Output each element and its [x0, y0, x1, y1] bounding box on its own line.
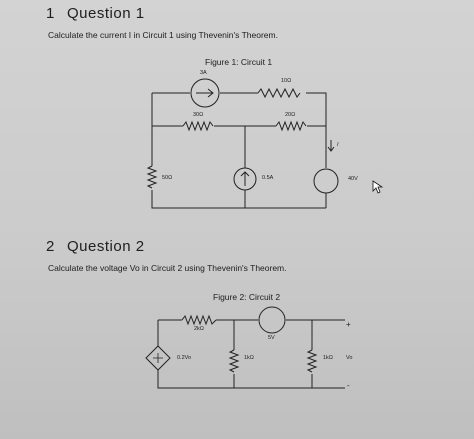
label-minus: -: [347, 381, 350, 390]
question-1-prompt: Calculate the current I in Circuit 1 usi…: [48, 30, 278, 40]
question-1-title: Question 1: [67, 5, 145, 22]
question-2-title: Question 2: [67, 238, 145, 255]
figure-1-caption: Figure 1: Circuit 1: [205, 57, 273, 67]
label-10-ohm: 10Ω: [281, 78, 292, 84]
arrow-up-icon: [240, 171, 250, 186]
arrow-right-icon: [196, 88, 214, 98]
label-1k-a: 1kΩ: [244, 355, 254, 361]
resistor-20-icon: [275, 120, 307, 132]
current-arrow-icon: [327, 140, 335, 152]
label-05a: 0.5A: [262, 175, 274, 181]
resistor-1k-b-icon: [306, 349, 318, 373]
resistor-50-icon: [146, 165, 158, 189]
resistor-10-icon: [257, 87, 301, 99]
label-20-ohm: 20Ω: [285, 112, 296, 118]
resistor-2k-icon: [181, 314, 217, 326]
current-source-3a-icon: [190, 78, 220, 108]
label-plus: +: [346, 320, 351, 329]
question-2-prompt: Calculate the voltage Vo in Circuit 2 us…: [48, 263, 287, 273]
dependent-source-icon: [145, 345, 171, 371]
mouse-pointer-icon: [372, 180, 384, 194]
resistor-1k-a-icon: [228, 349, 240, 373]
plus-icon: [153, 353, 163, 363]
label-current-i: I: [337, 142, 339, 148]
figure-2-caption: Figure 2: Circuit 2: [213, 292, 281, 302]
label-30-ohm: 30Ω: [193, 112, 204, 118]
label-50-ohm: 50Ω: [162, 175, 173, 181]
circuit1-left-bottom-wire: [151, 93, 326, 209]
current-source-05a-icon: [233, 167, 257, 191]
question-1-number: 1: [46, 5, 55, 22]
voltage-source-5v-icon: [258, 306, 286, 334]
circuit1-top-wire: [152, 92, 327, 126]
voltage-source-40v-icon: [313, 168, 339, 194]
label-5v: 5V: [268, 335, 275, 341]
label-dep-source: 0.2Vo: [177, 355, 192, 361]
resistor-30-icon: [182, 120, 214, 132]
label-40v: 40V: [348, 176, 358, 182]
label-2k-ohm: 2kΩ: [194, 326, 204, 332]
label-3a: 3A: [200, 70, 207, 76]
label-vo: Vo: [346, 355, 353, 361]
circuit2-left-wire: [157, 320, 345, 389]
question-2-number: 2: [46, 238, 55, 255]
label-1k-b: 1kΩ: [323, 355, 333, 361]
